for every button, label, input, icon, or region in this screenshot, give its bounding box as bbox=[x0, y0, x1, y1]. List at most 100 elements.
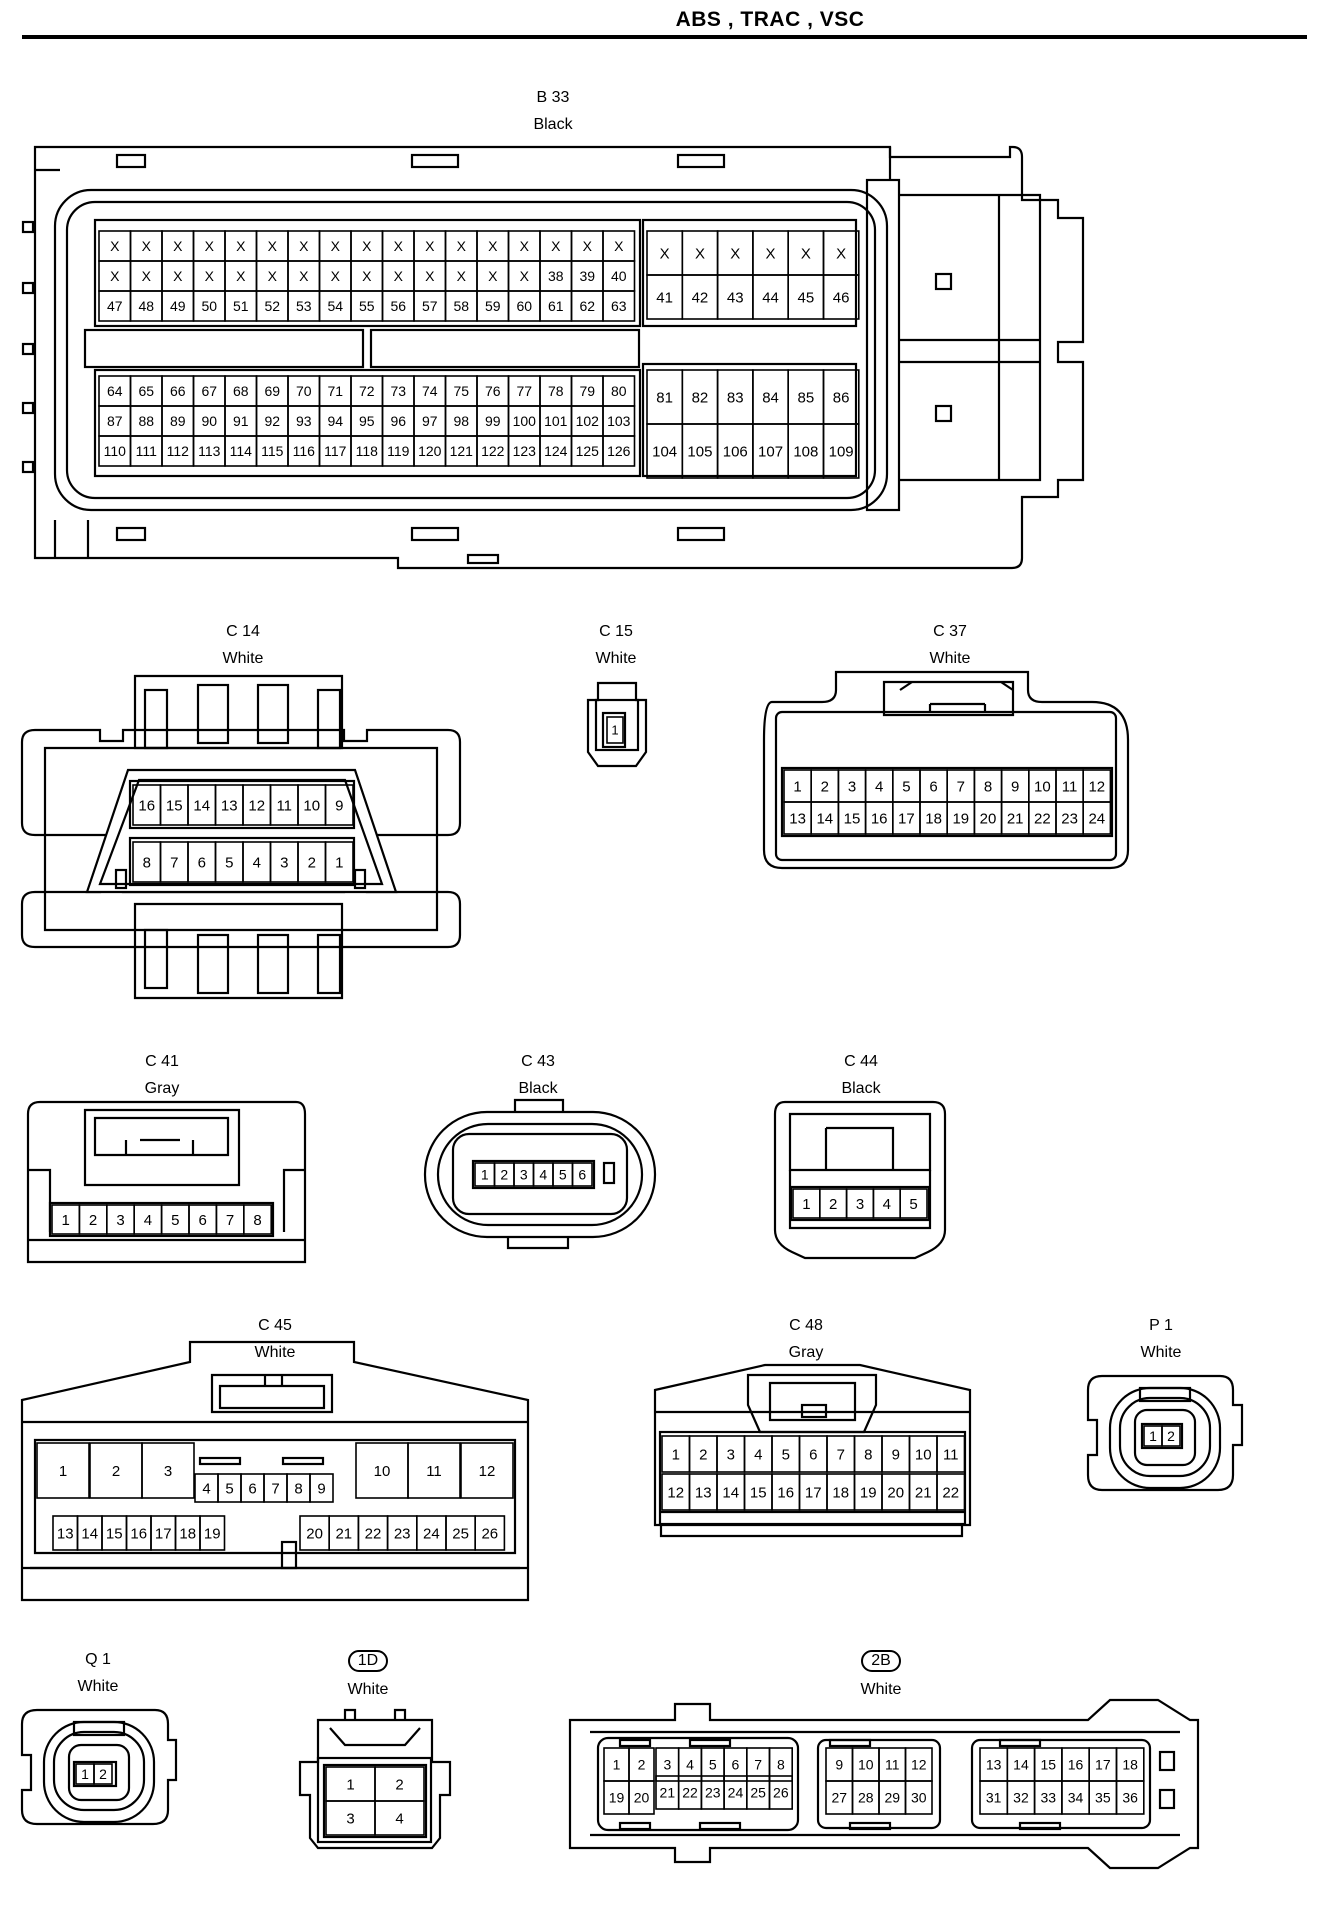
pin-number: 4 bbox=[539, 1167, 547, 1183]
connector-name: C 41 bbox=[145, 1053, 179, 1070]
pin-number: 2 bbox=[99, 1766, 107, 1782]
pin-number: 1 bbox=[611, 723, 618, 738]
pin-number: 21 bbox=[1007, 810, 1024, 827]
pin-number: 2 bbox=[699, 1446, 707, 1463]
pin-number: X bbox=[110, 238, 120, 254]
pin-cell bbox=[243, 1204, 273, 1235]
connector-name: C 44 bbox=[844, 1053, 878, 1070]
pin-number: 124 bbox=[544, 443, 568, 459]
pin-number: 20 bbox=[980, 810, 997, 827]
pin-number: 26 bbox=[481, 1525, 498, 1542]
header-rule bbox=[22, 35, 1307, 39]
pin-number: 113 bbox=[198, 443, 221, 459]
pin-number: 78 bbox=[548, 383, 564, 399]
pin-number: 16 bbox=[1068, 1757, 1084, 1773]
pin-number: 11 bbox=[276, 797, 292, 814]
pin-cell bbox=[474, 1515, 506, 1551]
pin-cell bbox=[602, 435, 636, 467]
pin-number: 11 bbox=[943, 1446, 959, 1463]
pin-number: X bbox=[205, 238, 215, 254]
pin-number: 116 bbox=[293, 443, 316, 459]
pin-number: 6 bbox=[578, 1167, 586, 1183]
pin-number: 2 bbox=[829, 1196, 837, 1213]
pin-number: X bbox=[836, 245, 846, 262]
pin-number: 2 bbox=[1167, 1428, 1175, 1444]
pin-number: 18 bbox=[832, 1484, 849, 1501]
pin-number: 60 bbox=[516, 298, 532, 314]
pin-number: 3 bbox=[116, 1212, 124, 1229]
pin-number: 23 bbox=[705, 1785, 721, 1801]
pin-number: 2 bbox=[638, 1757, 646, 1773]
pin-number: 3 bbox=[280, 854, 288, 871]
pin-number: 8 bbox=[864, 1446, 872, 1463]
pin-number: 17 bbox=[898, 810, 915, 827]
pin-number: 90 bbox=[201, 413, 217, 429]
pin-cell bbox=[36, 1442, 90, 1499]
pin-number: X bbox=[660, 245, 670, 262]
pin-number: 10 bbox=[1034, 778, 1051, 795]
pin-number: 92 bbox=[264, 413, 280, 429]
pin-number: 14 bbox=[816, 810, 833, 827]
pin-number: 115 bbox=[261, 443, 284, 459]
pin-number: X bbox=[520, 238, 530, 254]
connector-name: C 43 bbox=[521, 1053, 555, 1070]
pin-number: 32 bbox=[1013, 1790, 1029, 1806]
pin-number: 5 bbox=[225, 854, 233, 871]
pin-number: 63 bbox=[611, 298, 627, 314]
pin-number: 21 bbox=[915, 1484, 932, 1501]
pin-number: 4 bbox=[144, 1212, 152, 1229]
pin-number: 99 bbox=[485, 413, 501, 429]
pin-number: 122 bbox=[481, 443, 505, 459]
pin-number: 9 bbox=[335, 797, 343, 814]
pin-number: 80 bbox=[611, 383, 627, 399]
pin-number: 7 bbox=[226, 1212, 234, 1229]
pin-cell bbox=[199, 1515, 226, 1551]
pin-number: 26 bbox=[773, 1785, 789, 1801]
pin-number: 5 bbox=[709, 1757, 717, 1773]
pin-number: X bbox=[299, 238, 309, 254]
connector-color: White bbox=[77, 1678, 119, 1695]
pin-number: 2 bbox=[308, 854, 316, 871]
pin-number: X bbox=[236, 268, 246, 284]
pin-cell bbox=[324, 841, 354, 883]
pin-number: X bbox=[236, 238, 246, 254]
pin-number: 20 bbox=[306, 1525, 323, 1542]
pin-number: 34 bbox=[1068, 1790, 1084, 1806]
pin-cell bbox=[309, 1473, 334, 1503]
pin-number: 4 bbox=[253, 854, 261, 871]
pin-number: 49 bbox=[170, 298, 186, 314]
pin-number: 1 bbox=[802, 1196, 810, 1213]
pin-number: 9 bbox=[1011, 778, 1019, 795]
pin-number: X bbox=[362, 268, 372, 284]
pin-number: 15 bbox=[1040, 1757, 1056, 1773]
pin-number: 57 bbox=[422, 298, 438, 314]
pin-number: 16 bbox=[777, 1484, 794, 1501]
pin-number: 46 bbox=[833, 289, 850, 306]
pin-number: 33 bbox=[1040, 1790, 1056, 1806]
pin-number: X bbox=[551, 238, 561, 254]
pin-number: 117 bbox=[324, 443, 347, 459]
connector-color: White bbox=[254, 1344, 296, 1361]
pin-number: 24 bbox=[1088, 810, 1105, 827]
pin-number: 29 bbox=[884, 1790, 900, 1806]
pin-number: 56 bbox=[390, 298, 406, 314]
pin-number: 118 bbox=[356, 443, 379, 459]
pin-number: X bbox=[425, 238, 435, 254]
pin-number: 4 bbox=[202, 1480, 210, 1497]
connector-name: B 33 bbox=[536, 89, 570, 106]
pin-number: 10 bbox=[858, 1757, 874, 1773]
pin-number: X bbox=[362, 238, 372, 254]
pin-number: 61 bbox=[548, 298, 564, 314]
pin-number: 17 bbox=[805, 1484, 822, 1501]
connector-name: C 45 bbox=[258, 1317, 292, 1334]
pin-number: 41 bbox=[656, 289, 673, 306]
pin-number: 38 bbox=[548, 268, 564, 284]
pin-number: 50 bbox=[201, 298, 217, 314]
pin-number: 14 bbox=[1013, 1757, 1029, 1773]
